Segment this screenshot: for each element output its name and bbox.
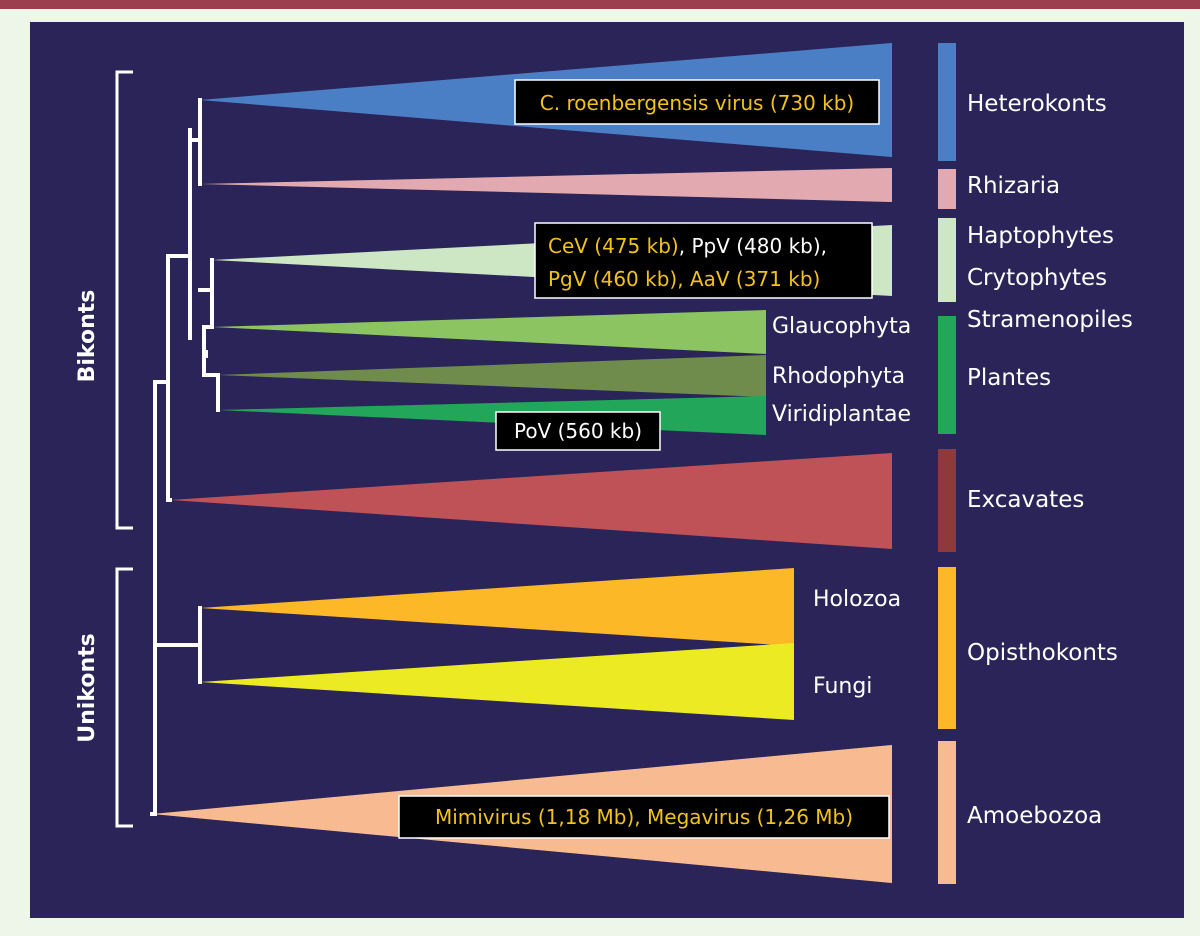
heterokonts-virus-label: C. roenbergensis virus (730 kb)	[540, 91, 854, 115]
unikonts-bracket	[115, 567, 133, 828]
bikonts-label: Bikonts	[75, 290, 100, 383]
holozoa-triangle	[200, 568, 794, 646]
haptophytes-virus-line-2: PgV (460 kb), AaV (371 kb)	[548, 267, 820, 291]
crytophytes-label: Crytophytes	[967, 265, 1107, 291]
unikonts-label: Unikonts	[75, 633, 100, 743]
amoebozoa-bar	[938, 741, 956, 884]
amoebozoa-label: Amoebozoa	[967, 803, 1102, 829]
heterokonts-virus-box: C. roenbergensis virus (730 kb)	[514, 79, 880, 125]
haptophytes-label: Haptophytes	[967, 223, 1114, 249]
holozoa-label: Holozoa	[813, 587, 901, 612]
diagram-panel	[30, 22, 1184, 918]
rhizaria-label: Rhizaria	[967, 173, 1060, 199]
plantes-virus-box: PoV (560 kb)	[495, 411, 661, 451]
rhizaria-bar	[938, 169, 956, 209]
excavates-label: Excavates	[967, 487, 1084, 513]
amoebozoa-virus-label: Mimivirus (1,18 Mb), Megavirus (1,26 Mb)	[435, 805, 853, 829]
excavates-bar	[938, 449, 956, 552]
plantes-bar	[938, 316, 956, 434]
ppv-label: , PpV (480 kb),	[679, 234, 827, 258]
rhizaria-triangle	[200, 168, 892, 202]
rhodophyta-label: Rhodophyta	[772, 364, 905, 389]
glaucophyta-triangle	[212, 310, 766, 354]
heterokonts-label: Heterokonts	[967, 91, 1107, 117]
amoebozoa-virus-box: Mimivirus (1,18 Mb), Megavirus (1,26 Mb)	[398, 795, 890, 839]
opisthokonts-bar	[938, 567, 956, 729]
plantes-label: Plantes	[967, 365, 1051, 391]
viridiplantae-label: Viridiplantae	[772, 402, 911, 427]
stramenopiles-label: Stramenopiles	[967, 307, 1133, 333]
haptophytes-virus-box: CeV (475 kb), PpV (480 kb), PgV (460 kb)…	[534, 222, 873, 299]
fungi-triangle	[200, 643, 794, 720]
fungi-label: Fungi	[813, 674, 872, 699]
top-accent-bar	[0, 0, 1200, 9]
heterokonts-bar	[938, 43, 956, 161]
excavates-triangle	[170, 453, 892, 549]
rhodophyta-triangle	[218, 355, 766, 397]
haptophytes-bar	[938, 218, 956, 302]
phylogenetic-tree	[150, 98, 220, 816]
glaucophyta-label: Glaucophyta	[772, 314, 911, 339]
cev-label: CeV (475 kb)	[548, 234, 679, 258]
bikonts-bracket	[115, 70, 133, 530]
viridiplantae-triangle	[218, 396, 766, 435]
pov-label: PoV (560 kb)	[514, 419, 642, 443]
opisthokonts-label: Opisthokonts	[967, 640, 1118, 666]
haptophytes-virus-line-1: CeV (475 kb), PpV (480 kb),	[548, 234, 827, 258]
